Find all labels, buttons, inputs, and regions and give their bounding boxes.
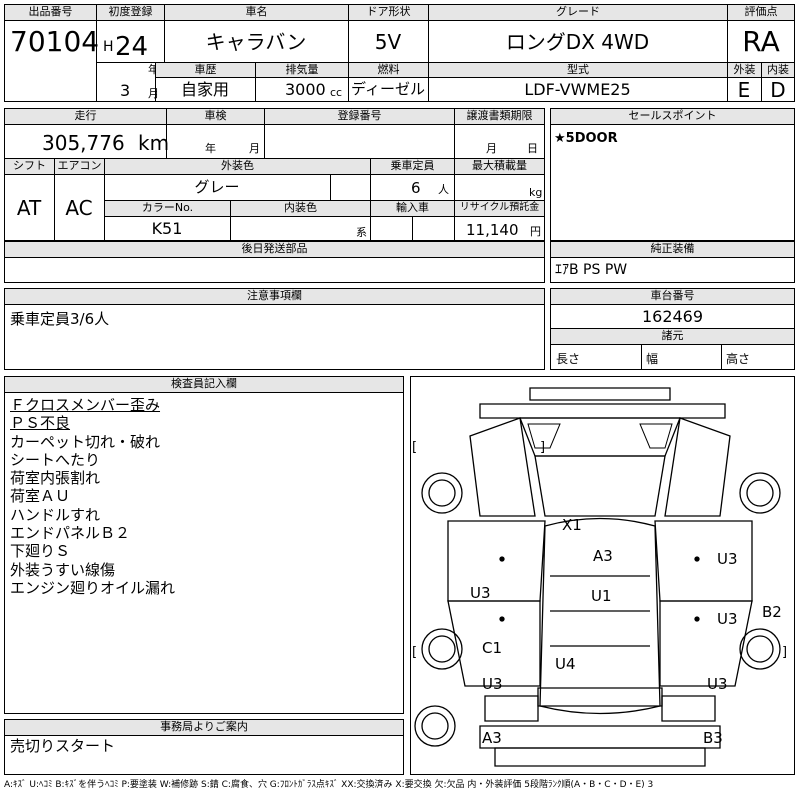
history-label: 車歴 [155,62,256,78]
model-label: 型式 [428,62,728,78]
legend-footer: A:ｷｽﾞ U:ﾍｺﾐ B:ｷｽﾞを伴うﾍｺﾐ P:要塗装 W:補修跡 S:錆 … [4,780,654,790]
score: RA [742,25,780,58]
inspection-label: 車検 [166,108,265,125]
damage-mark: B2 [762,603,782,621]
inspector-note: エンジン廻りオイル漏れ [10,578,176,597]
equipment: ｴｱB PS PW [555,262,628,278]
score-label: 評価点 [727,4,795,21]
damage-mark: U3 [717,550,738,568]
grade-label: グレード [428,4,728,21]
inspector-note: カーペット切れ・破れ [10,432,161,451]
inspector-note: 荷室内張割れ [10,469,101,488]
color-number-label: カラーNo. [104,200,231,217]
history: 自家用 [180,80,229,99]
dimensions-label: 諸元 [550,328,795,345]
first-registration-label: 初度登録 [96,4,165,21]
fuel: ディーゼル [351,80,425,98]
recycle-fee: 11,140 [466,221,519,239]
exterior-color-label: 外装色 [104,158,371,175]
car-name-label: 車名 [164,4,349,21]
car-name: キャラバン [205,30,307,54]
inspector-note: ＰＳ不良 [10,414,71,433]
era: H [103,39,114,55]
inspector-note: ハンドルすれ [10,505,101,524]
mileage: 305,776 [42,131,125,155]
damage-mark: A3 [593,547,613,565]
lot-number: 70104 [10,25,100,58]
inspector-label: 検査員記入欄 [4,376,404,393]
exterior-label: 外装 [727,62,762,78]
fuel-label: 燃料 [348,62,429,78]
inspector-note: 荷室ＡＵ [10,487,71,506]
aircon-label: エアコン [54,158,105,175]
office-text: 売切りスタート [10,737,116,755]
registration-month: 3 [120,81,131,100]
damage-mark: U3 [717,610,738,628]
door-label: ドア形状 [348,4,429,21]
damage-mark: U3 [707,675,728,693]
interior-label: 内装 [761,62,795,78]
bracket-mark: [ [412,440,417,455]
inspector-note: エンドパネルＢ２ [10,524,131,543]
displacement: 3000 [285,80,326,99]
import-label: 輸入車 [370,200,455,217]
damage-mark: C1 [482,639,502,657]
shift: AT [16,196,42,220]
transfer-deadline-label: 譲渡書類期限 [454,108,545,125]
damage-mark: U3 [470,584,491,602]
diagram-box [410,376,795,775]
office-label: 事務局よりご案内 [4,719,404,736]
caution-label: 注意事項欄 [4,288,545,305]
bracket-mark: ] [782,645,787,660]
damage-mark: U4 [555,655,576,673]
model-code: LDF-VWME25 [524,80,631,99]
bracket-mark: [ [412,645,417,660]
inspector-note: 下廻りＳ [10,542,71,561]
width-label: 幅 [646,352,659,366]
caution-text: 乗車定員3/6人 [10,310,110,328]
damage-mark: U3 [482,675,503,693]
height-label: 高さ [726,352,751,366]
registration-number-label: 登録番号 [264,108,455,125]
bracket-mark: ] [540,440,545,455]
mileage-unit: km [138,131,170,155]
length-label: 長さ [556,352,581,366]
recycle-label: リサイクル預託金 [454,200,545,217]
lot-number-label: 出品番号 [4,4,97,21]
parts-label: 後日発送部品 [4,241,545,258]
aircon: AC [65,196,93,220]
selling-points-box [550,108,795,241]
capacity-label: 乗車定員 [370,158,455,175]
shift-label: シフト [4,158,55,175]
chassis-number: 162469 [641,307,704,326]
selling-points-label: セールスポイント [550,108,795,125]
interior-grade: D [770,78,786,102]
chassis-label: 車台番号 [550,288,795,305]
color-number: K51 [151,219,183,238]
equipment-label: 純正装備 [550,241,795,258]
inspector-note: 外装うすい線傷 [10,560,116,579]
registration-year: 24 [115,32,149,62]
selling-points: ★5DOOR [554,131,618,146]
exterior-grade: E [737,78,751,102]
inspector-note: シートへたり [10,450,101,469]
displacement-label: 排気量 [255,62,349,78]
damage-mark: X1 [562,516,582,534]
door-type: 5V [374,30,402,54]
mileage-label: 走行 [4,108,167,125]
damage-mark: A3 [482,729,502,747]
exterior-color: グレー [194,178,240,196]
capacity: 6 [411,179,421,197]
interior-color-label: 内装色 [230,200,371,217]
grade: ロングDX 4WD [505,30,650,54]
damage-mark: B3 [703,729,723,747]
inspector-note: Ｆクロスメンバー歪み [10,396,161,414]
damage-mark: U1 [591,587,612,605]
max-load-label: 最大積載量 [454,158,545,175]
